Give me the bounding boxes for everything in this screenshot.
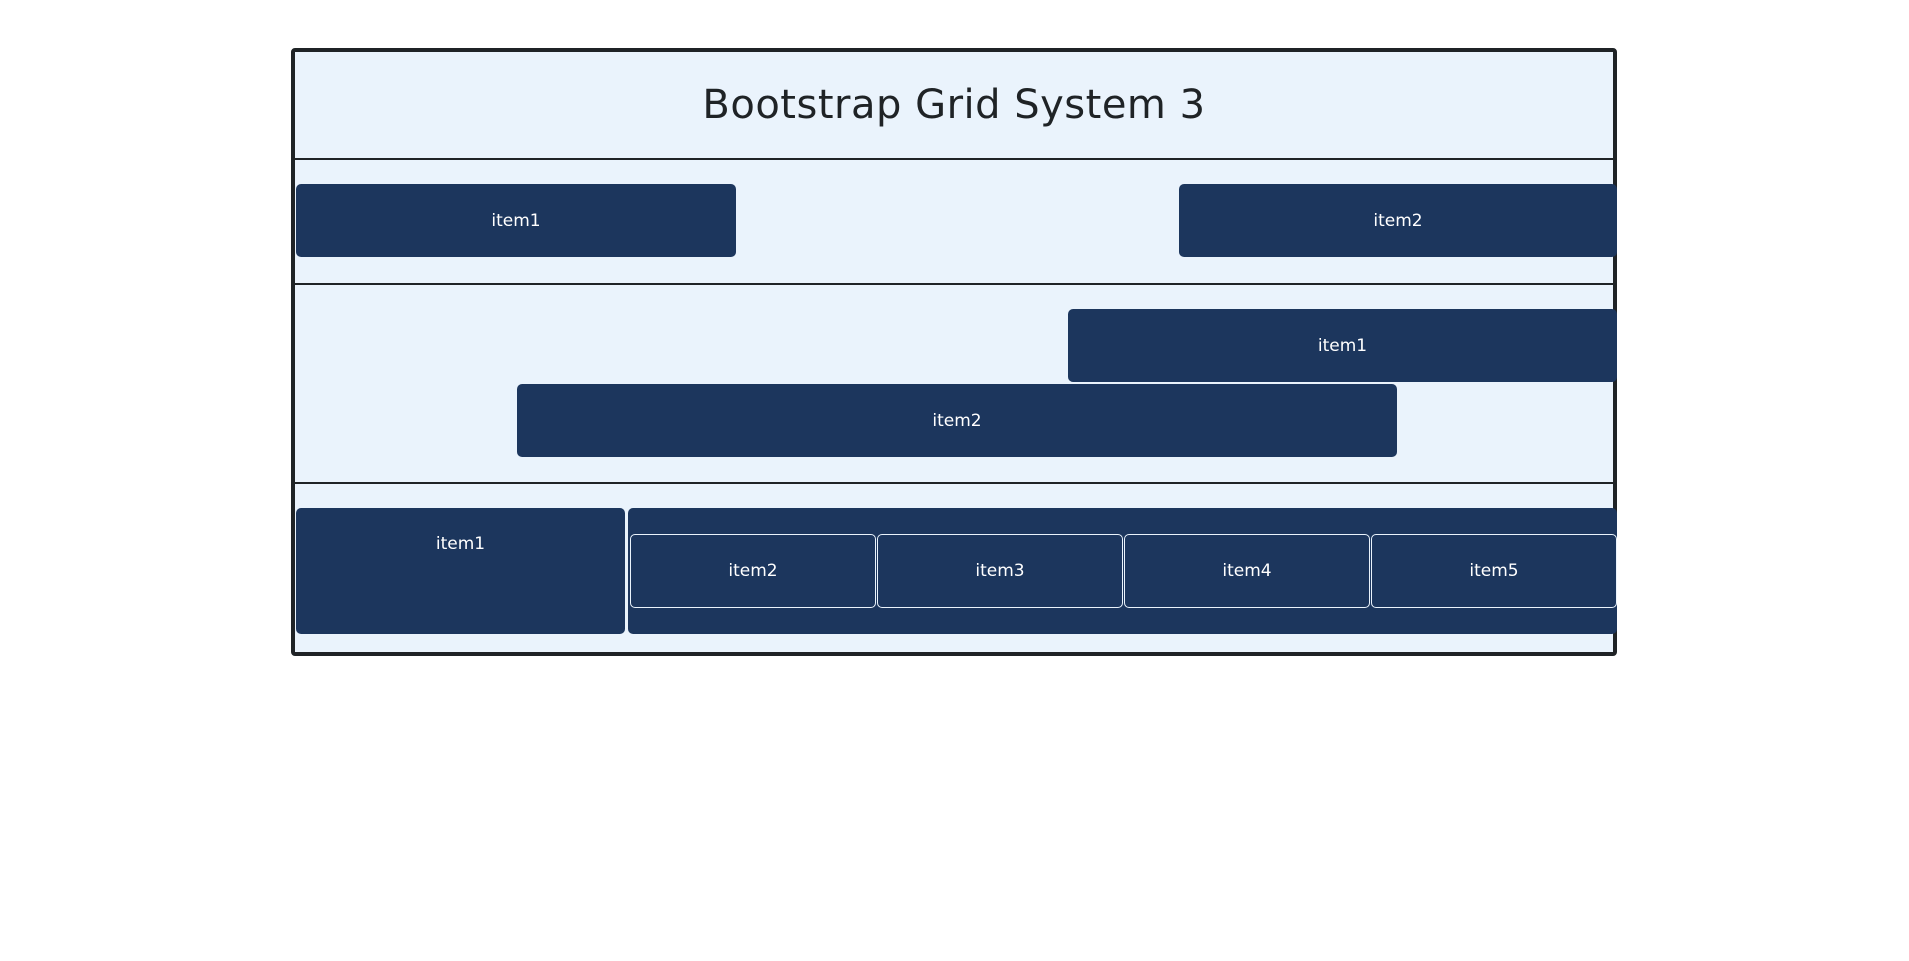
- row1-item2: item2: [1179, 184, 1617, 257]
- row3-item5: item5: [1371, 534, 1617, 608]
- row3-item1: item1: [296, 508, 625, 634]
- header: Bootstrap Grid System 3: [295, 52, 1613, 160]
- row3-item3: item3: [877, 534, 1123, 608]
- row-1: item1 item2: [295, 160, 1617, 285]
- row-2: item1 item2: [295, 285, 1617, 484]
- row3-item2: item2: [630, 534, 876, 608]
- row1-item1: item1: [296, 184, 736, 257]
- row2-item1: item1: [1068, 309, 1617, 382]
- page-title: Bootstrap Grid System 3: [702, 82, 1206, 128]
- row2-item2: item2: [517, 384, 1397, 457]
- grid-container: Bootstrap Grid System 3 item1 item2 item…: [291, 48, 1617, 656]
- row3-item4: item4: [1124, 534, 1370, 608]
- row-3: item1 item2 item3 item4 item5: [295, 484, 1617, 656]
